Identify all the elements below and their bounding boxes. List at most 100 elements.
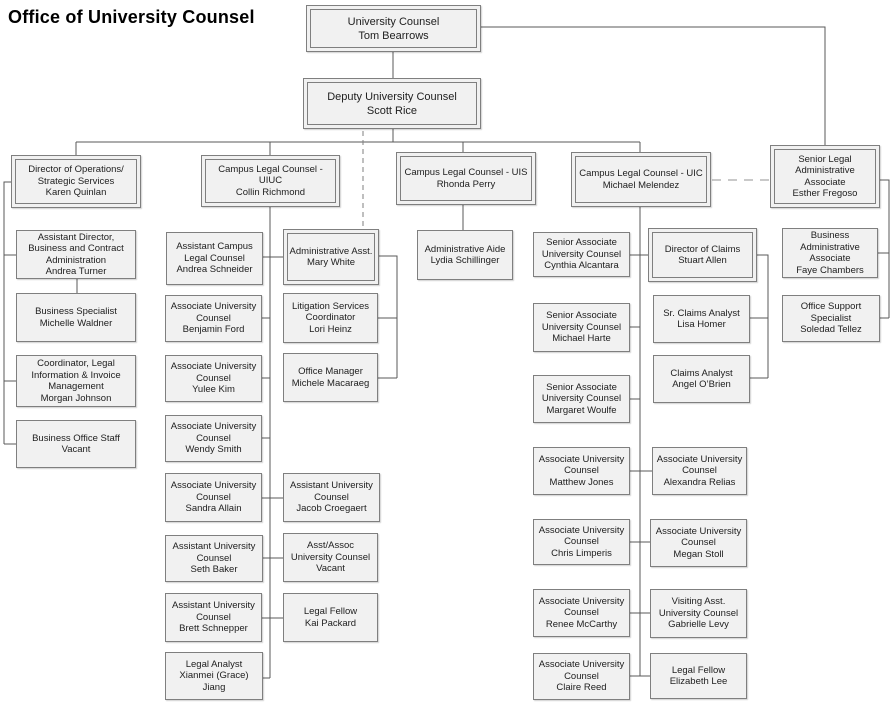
node-business-office-staff: Business Office Staff Vacant [16, 420, 136, 468]
role-label: Assistant University Counsel [172, 541, 256, 564]
node-grace-jiang: Legal Analyst Xianmei (Grace) Jiang [165, 652, 263, 700]
node-rhonda-perry: Campus Legal Counsel - UIS Rhonda Perry [396, 152, 536, 205]
role-label: Litigation Services Coordinator [291, 300, 370, 324]
node-yulee-kim: Associate University Counsel Yulee Kim [165, 355, 262, 402]
person-label: Claire Reed [556, 682, 607, 694]
node-wendy-smith: Associate University Counsel Wendy Smith [165, 415, 262, 462]
node-gabrielle-levy: Visiting Asst. University Counsel Gabrie… [650, 589, 747, 638]
person-label: Brett Schnepper [179, 623, 248, 635]
role-label: Associate University Counsel [656, 453, 743, 477]
person-label: Scott Rice [366, 104, 418, 117]
node-university-counsel: University Counsel Tom Bearrows [306, 5, 481, 52]
node-benjamin-ford: Associate University Counsel Benjamin Fo… [165, 295, 262, 342]
role-label: Director of Operations/ Strategic Servic… [28, 164, 124, 187]
role-label: Office Manager [298, 366, 363, 377]
person-label: Matthew Jones [549, 476, 614, 488]
person-label: Lori Heinz [309, 323, 352, 335]
role-label: Campus Legal Counsel - UIC [579, 168, 703, 179]
role-label: Campus Legal Counsel - UIS [404, 167, 528, 178]
role-label: Campus Legal Counsel - UIUC [218, 163, 323, 187]
role-label: Assistant University Counsel [172, 600, 255, 623]
role-label: Legal Analyst [185, 658, 243, 670]
node-soledad-tellez: Office Support Specialist Soledad Tellez [782, 295, 880, 342]
node-lisa-homer: Sr. Claims Analyst Lisa Homer [653, 295, 750, 343]
role-label: Business Administrative Associate [800, 230, 860, 264]
role-label: Senior Associate University Counsel [541, 381, 622, 405]
node-claire-reed: Associate University Counsel Claire Reed [533, 653, 630, 700]
node-lori-heinz: Litigation Services Coordinator Lori Hei… [283, 293, 378, 343]
person-label: Angel O’Brien [672, 379, 731, 390]
node-michele-macaraeg: Office Manager Michele Macaraeg [283, 353, 378, 402]
person-label: Faye Chambers [796, 264, 864, 276]
node-michelle-waldner: Business Specialist Michelle Waldner [16, 293, 136, 342]
person-label: Yulee Kim [192, 384, 235, 396]
person-label: Megan Stoll [673, 548, 724, 560]
person-label: Karen Quinlan [45, 187, 107, 199]
person-label: Vacant [316, 563, 345, 575]
person-label: Chris Limperis [551, 547, 612, 559]
node-seth-baker: Assistant University Counsel Seth Baker [165, 535, 263, 582]
role-label: Assistant Director, Business and Contrac… [28, 231, 124, 266]
role-label: Assistant Campus Legal Counsel [176, 241, 253, 264]
page-title: Office of University Counsel [8, 7, 255, 27]
role-label: Office Support Specialist [800, 301, 862, 324]
person-label: Mary White [306, 257, 356, 268]
role-label: Associate University Counsel [170, 301, 257, 324]
person-label: Andrea Turner [45, 266, 107, 277]
node-mary-white: Administrative Asst. Mary White [283, 229, 379, 285]
node-esther-fregoso: Senior Legal Administrative Associate Es… [770, 145, 880, 208]
person-label: Cynthia Alcantara [544, 260, 619, 272]
node-karen-quinlan: Director of Operations/ Strategic Servic… [11, 155, 141, 208]
person-label: Andrea Schneider [176, 264, 253, 276]
role-label: Administrative Aide [424, 243, 506, 255]
role-label: Associate University Counsel [170, 480, 257, 503]
node-asst-assoc-vacant: Asst/Assoc University Counsel Vacant [283, 533, 378, 582]
person-label: Wendy Smith [185, 444, 242, 456]
role-label: Deputy University Counsel [327, 90, 457, 103]
role-label: Claims Analyst [670, 367, 733, 379]
person-label: Benjamin Ford [182, 324, 245, 336]
role-label: Senior Associate University Counsel [541, 237, 622, 260]
node-elizabeth-lee: Legal Fellow Elizabeth Lee [650, 653, 747, 699]
person-label: Lisa Homer [677, 319, 726, 330]
role-label: Assistant University Counsel [290, 480, 373, 503]
person-label: Kai Packard [304, 617, 357, 629]
node-jacob-croegaert: Assistant University Counsel Jacob Croeg… [283, 473, 380, 522]
node-lydia-schillinger: Administrative Aide Lydia Schillinger [417, 230, 513, 280]
node-margaret-woulfe: Senior Associate University Counsel Marg… [533, 375, 630, 423]
role-label: University Counsel [347, 15, 440, 28]
person-label: Jacob Croegaert [296, 503, 367, 515]
node-michael-melendez: Campus Legal Counsel - UIC Michael Melen… [571, 152, 711, 207]
role-label: Visiting Asst. University Counsel [658, 596, 739, 619]
node-chris-limperis: Associate University Counsel Chris Limpe… [533, 519, 630, 565]
person-label: Michael Harte [552, 333, 611, 345]
person-label: Vacant [61, 444, 91, 455]
node-angel-obrien: Claims Analyst Angel O’Brien [653, 355, 750, 403]
role-label: Administrative Asst. [289, 245, 373, 257]
person-label: Michelle Waldner [39, 317, 113, 329]
role-label: Associate University Counsel [538, 524, 625, 548]
person-label: Morgan Johnson [40, 392, 112, 404]
node-collin-richmond: Campus Legal Counsel - UIUC Collin Richm… [201, 155, 340, 207]
role-label: Director of Claims [664, 243, 741, 255]
person-label: Michael Melendez [602, 179, 680, 191]
person-label: Michele Macaraeg [291, 377, 370, 389]
person-label: Esther Fregoso [792, 188, 858, 199]
node-andrea-turner: Assistant Director, Business and Contrac… [16, 230, 136, 279]
person-label: Soledad Tellez [800, 324, 862, 336]
role-label: Senior Associate University Counsel [541, 310, 622, 333]
node-faye-chambers: Business Administrative Associate Faye C… [782, 228, 878, 278]
person-label: Elizabeth Lee [669, 676, 728, 687]
role-label: Coordinator, Legal Information & Invoice… [31, 358, 121, 392]
node-sandra-allain: Associate University Counsel Sandra Alla… [165, 473, 262, 522]
person-label: Tom Bearrows [358, 29, 429, 42]
node-brett-schnepper: Assistant University Counsel Brett Schne… [165, 593, 262, 642]
node-cynthia-alcantara: Senior Associate University Counsel Cynt… [533, 232, 630, 277]
node-kai-packard: Legal Fellow Kai Packard [283, 593, 378, 642]
person-label: Renee McCarthy [545, 618, 618, 630]
role-label: Sr. Claims Analyst [663, 307, 740, 319]
role-label: Associate University Counsel [655, 525, 742, 549]
role-label: Associate University Counsel [538, 595, 625, 619]
